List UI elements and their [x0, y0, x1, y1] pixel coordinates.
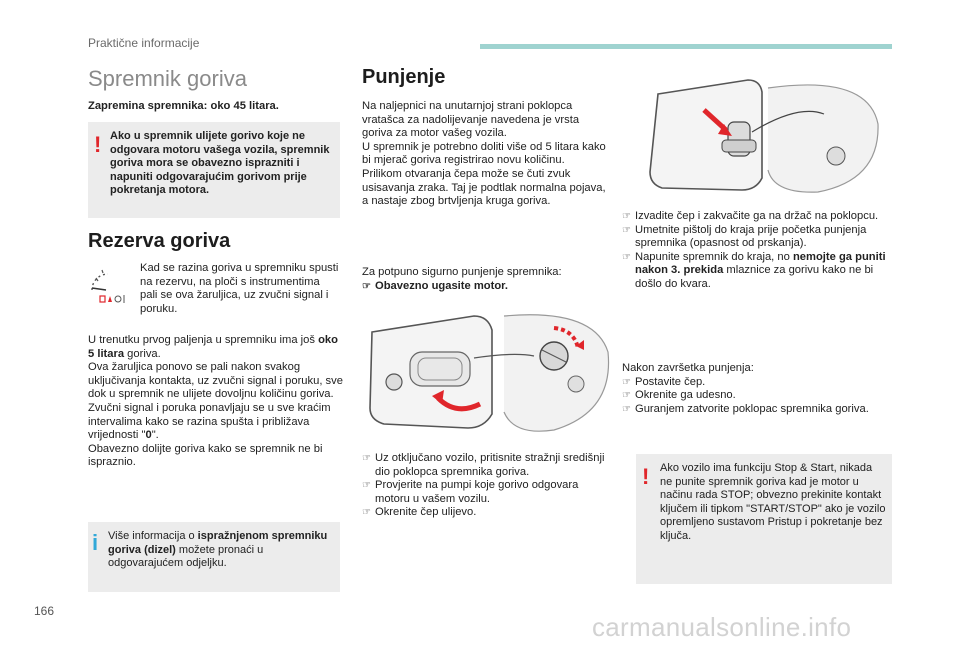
- watermark: carmanualsonline.info: [592, 612, 852, 642]
- safety-step: Obavezno ugasite motor.: [362, 280, 612, 294]
- after-step: Okrenite ga udesno.: [622, 389, 892, 403]
- filling-steps: Izvadite čep i zakvačite ga na držač na …: [622, 210, 892, 292]
- fuel-reserve-warning-icon: [88, 262, 128, 308]
- warning-box: ! Ako u spremnik ulijete gorivo koje ne …: [88, 122, 340, 218]
- fuel-cap-illustration: [648, 74, 880, 196]
- filling-step: Izvadite čep i zakvačite ga na držač na …: [622, 210, 892, 224]
- header-accent-bar: [480, 44, 892, 49]
- page-number: 166: [34, 604, 55, 618]
- after-step: Guranjem zatvorite poklopac spremnika go…: [622, 403, 892, 417]
- warning-text: Ako u spremnik ulijete gorivo koje ne od…: [110, 130, 330, 196]
- opening-step: Okrenite čep ulijevo.: [362, 506, 612, 520]
- after-step: Postavite čep.: [622, 376, 892, 390]
- after-filling: Nakon završetka punjenja: Postavite čep.…: [622, 362, 892, 416]
- reserve-heading: Rezerva goriva: [88, 230, 231, 252]
- opening-step: Uz otključano vozilo, pritisnite stražnj…: [362, 452, 612, 479]
- reserve-details: U trenutku prvog paljenja u spremniku im…: [88, 334, 343, 469]
- info-box: i Više informacija o ispražnjenom spremn…: [88, 522, 340, 592]
- page-title: Spremnik goriva: [88, 66, 247, 91]
- filling-heading: Punjenje: [362, 66, 446, 88]
- warning-icon: !: [94, 132, 102, 157]
- reserve-description: Kad se razina goriva u spremniku spusti …: [140, 262, 339, 315]
- filling-step: Napunite spremnik do kraja, no nemojte g…: [622, 251, 892, 292]
- filling-intro: Na naljepnici na unutarnjoj strani poklo…: [362, 100, 606, 208]
- section-header: Praktične informacije: [88, 36, 200, 50]
- info-icon: i: [92, 530, 99, 555]
- warning-icon: !: [642, 464, 650, 489]
- tank-capacity: Zapremina spremnika: oko 45 litara.: [88, 100, 279, 112]
- fuel-flap-illustration: [364, 312, 610, 436]
- opening-steps: Uz otključano vozilo, pritisnite stražnj…: [362, 452, 612, 520]
- stop-start-warning-box: ! Ako vozilo ima funkciju Stop & Start, …: [636, 454, 892, 584]
- filling-step: Umetnite pištolj do kraja prije početka …: [622, 224, 892, 251]
- safety-block: Za potpuno sigurno punjenje spremnika: O…: [362, 266, 612, 293]
- info-text: Više informacija o ispražnjenom spremnik…: [108, 530, 328, 569]
- opening-step: Provjerite na pumpi koje gorivo odgovara…: [362, 479, 612, 506]
- stop-start-warning-text: Ako vozilo ima funkciju Stop & Start, ni…: [660, 462, 886, 542]
